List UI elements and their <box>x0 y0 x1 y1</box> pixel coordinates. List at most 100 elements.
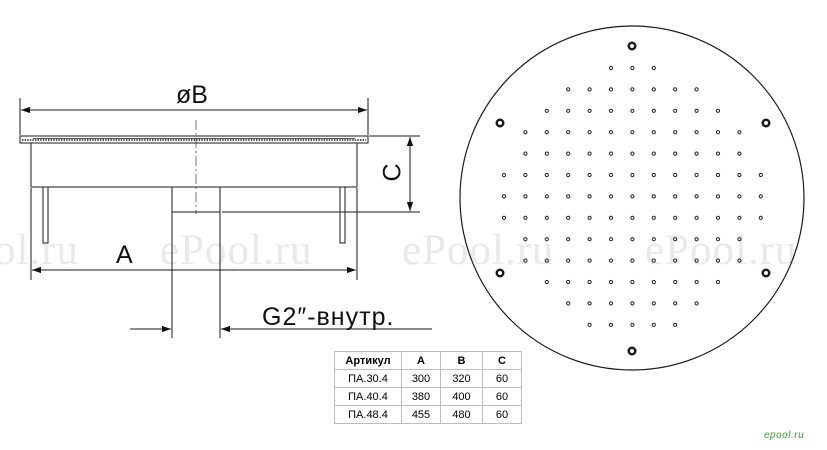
nozzle-hole <box>566 258 571 263</box>
nozzle-hole <box>737 258 742 263</box>
watermark-2: ePool.ru <box>160 227 313 274</box>
nozzle-hole <box>630 151 635 156</box>
header-article: Артикул <box>334 351 402 370</box>
nozzle-hole <box>715 258 721 263</box>
nozzle-hole <box>715 108 721 113</box>
nozzle-hole <box>566 87 571 92</box>
cell-article: ПА.40.4 <box>334 387 402 406</box>
nozzle-hole <box>737 194 742 199</box>
nozzle-hole <box>544 258 549 263</box>
cell-a: 380 <box>401 387 441 406</box>
nozzle-hole <box>737 172 742 178</box>
nozzle-hole <box>608 87 614 92</box>
mounting-screws <box>495 41 771 356</box>
nozzle-hole <box>587 108 592 113</box>
nozzle-hole <box>544 194 549 199</box>
cover-plate <box>19 135 369 144</box>
nozzle-holes <box>501 65 763 327</box>
nozzle-hole <box>673 301 678 306</box>
nozzle-hole <box>523 215 528 220</box>
nozzle-hole <box>694 87 699 92</box>
nozzle-hole <box>673 172 678 178</box>
nozzle-hole <box>630 279 635 285</box>
nozzle-hole <box>651 172 656 178</box>
nozzle-hole <box>715 279 721 285</box>
nozzle-hole <box>694 215 699 220</box>
nozzle-hole <box>501 172 507 178</box>
nozzle-hole <box>566 279 571 285</box>
nozzle-hole <box>630 130 635 135</box>
nozzle-hole <box>694 172 699 178</box>
nozzle-hole <box>501 194 507 199</box>
site-logo: epool.ru <box>764 430 805 441</box>
nozzle-hole <box>673 130 678 135</box>
cell-b: 400 <box>440 387 483 406</box>
nozzle-hole <box>673 215 678 220</box>
nozzle-hole <box>651 301 656 306</box>
screw-icon <box>495 268 505 278</box>
label-diameter-b: øB <box>176 81 208 109</box>
nozzle-hole <box>587 322 592 327</box>
nozzle-hole <box>694 258 699 263</box>
nozzle-hole <box>651 130 656 135</box>
nozzle-hole <box>523 130 528 135</box>
screw-icon <box>761 268 771 278</box>
nozzle-hole <box>630 108 635 113</box>
cell-b: 320 <box>440 369 483 388</box>
label-width-a: A <box>116 241 133 269</box>
cell-article: ПА.48.4 <box>334 405 402 424</box>
nozzle-hole <box>673 279 678 285</box>
nozzle-hole <box>608 258 614 263</box>
screw-icon <box>627 346 637 356</box>
nozzle-hole <box>651 215 656 220</box>
nozzle-hole <box>630 87 635 92</box>
watermark-4: ePool.ru <box>645 227 798 274</box>
nozzle-hole <box>673 258 678 263</box>
nozzle-hole <box>544 108 549 113</box>
nozzle-hole <box>587 279 592 285</box>
nozzle-hole <box>630 237 635 242</box>
nozzle-hole <box>544 215 549 220</box>
nozzle-hole <box>608 215 614 220</box>
nozzle-hole <box>673 87 678 92</box>
header-b: B <box>440 351 483 370</box>
cell-article: ПА.30.4 <box>334 369 402 388</box>
nozzle-hole <box>608 151 614 156</box>
screw-icon <box>761 118 771 128</box>
nozzle-hole <box>651 279 656 285</box>
nozzle-hole <box>651 87 656 92</box>
nozzle-hole <box>694 194 699 199</box>
nozzle-hole <box>715 172 721 178</box>
nozzle-hole <box>608 279 614 285</box>
nozzle-hole <box>523 172 528 178</box>
nozzle-hole <box>544 172 549 178</box>
nozzle-hole <box>566 194 571 199</box>
label-connection-g2: G2″-внутр. <box>262 303 395 331</box>
cell-b: 480 <box>440 405 483 424</box>
table-header-row: Артикул A B C <box>334 351 522 370</box>
nozzle-hole <box>694 151 699 156</box>
nozzle-hole <box>630 215 635 220</box>
specs-table: Артикул A B C ПА.30.4 300 320 60 ПА.40.4… <box>334 351 522 424</box>
nozzle-hole <box>608 301 614 306</box>
nozzle-hole <box>566 151 571 156</box>
left-foot <box>42 187 49 244</box>
nozzle-hole <box>544 237 549 242</box>
nozzle-hole <box>758 172 763 178</box>
plate-outline <box>459 25 805 371</box>
screw-icon <box>495 118 505 128</box>
nozzle-hole <box>587 215 592 220</box>
cell-c: 60 <box>482 387 522 406</box>
nozzle-hole <box>566 215 571 220</box>
nozzle-hole <box>651 194 656 199</box>
nozzle-hole <box>544 151 549 156</box>
nozzle-hole <box>673 322 678 327</box>
nozzle-hole <box>587 130 592 135</box>
top-view <box>459 25 805 371</box>
nozzle-hole <box>673 237 678 242</box>
label-height-c: C <box>378 163 407 182</box>
nozzle-hole <box>758 215 763 220</box>
nozzle-hole <box>523 237 528 242</box>
nozzle-hole <box>715 194 721 199</box>
watermark-3: ePool.ru <box>402 227 555 274</box>
